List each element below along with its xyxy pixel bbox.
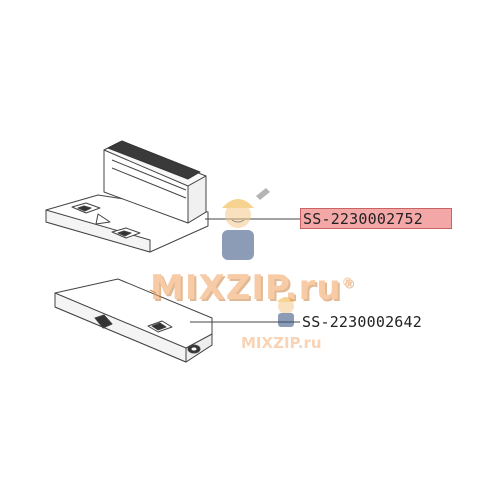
dock-base-plate-part: [54, 278, 213, 363]
watermark-brand: MIXZIP.ru: [150, 268, 342, 308]
part-code-highlight: [300, 208, 452, 229]
watermark-logo: MIXZIP.ru®: [150, 268, 355, 308]
watermark-mascot: [222, 188, 295, 327]
part-code-label: SS-2230002752: [300, 208, 452, 229]
registered-mark: ®: [341, 275, 355, 290]
part-code-label: SS-2230002642: [302, 313, 422, 331]
watermark-logo-small: MIXZIP.ru: [241, 334, 322, 352]
charging-dock-part: [45, 140, 209, 253]
